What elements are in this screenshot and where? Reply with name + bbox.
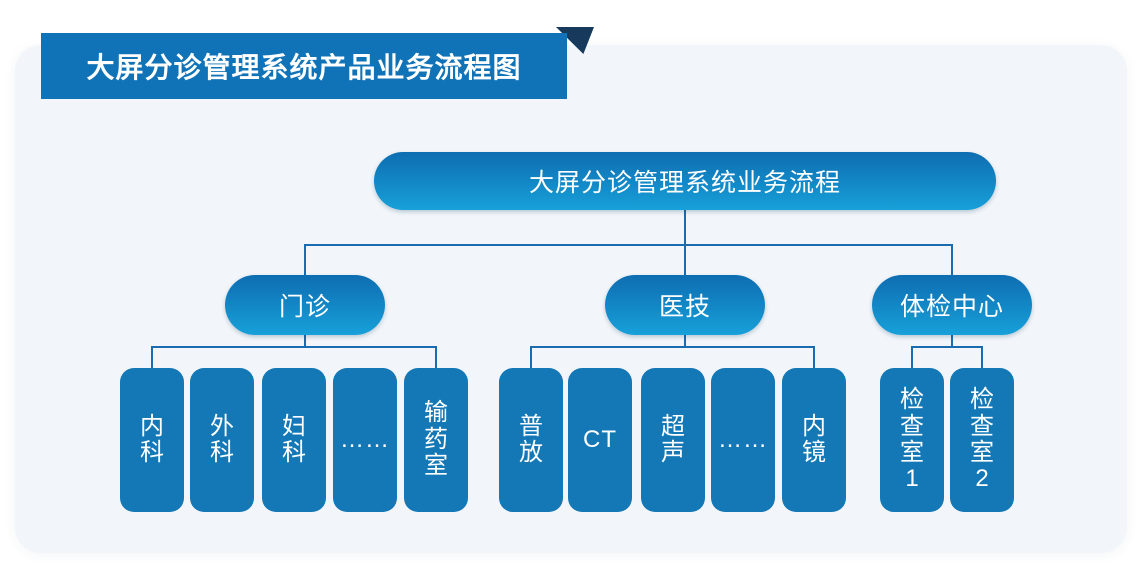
leaf-node: 输药室 — [404, 368, 468, 512]
branch-node-label: 门诊 — [278, 293, 331, 321]
leaf-node-label: …… — [718, 426, 768, 453]
branch-node-label: 体检中心 — [899, 293, 1004, 321]
leaf-node-label: …… — [340, 426, 390, 453]
leaf-node: 超声 — [641, 368, 705, 512]
leaf-node-label: 输药室 — [424, 399, 448, 480]
leaf-node: 内镜 — [782, 368, 846, 512]
branch-node-label: 医技 — [658, 293, 711, 321]
leaf-node: 妇科 — [262, 368, 326, 512]
leaf-node: 普放 — [499, 368, 563, 512]
leaf-node: …… — [333, 368, 397, 512]
leaf-node-label: 普放 — [519, 412, 543, 466]
diagram-title-banner: 大屏分诊管理系统产品业务流程图 — [41, 33, 567, 99]
leaf-node: CT — [568, 368, 632, 512]
leaf-node-label: 超声 — [661, 412, 685, 466]
leaf-node: …… — [711, 368, 775, 512]
root-node-label: 大屏分诊管理系统业务流程 — [528, 169, 841, 197]
leaf-node: 外科 — [190, 368, 254, 512]
branch-node-medtech: 医技 — [605, 275, 765, 335]
leaf-node: 内科 — [120, 368, 184, 512]
branch-node-outpatient: 门诊 — [225, 275, 385, 335]
leaf-node-label: CT — [583, 426, 617, 453]
root-node: 大屏分诊管理系统业务流程 — [374, 152, 996, 210]
branch-node-checkup-center: 体检中心 — [872, 275, 1032, 335]
leaf-node-label: 内镜 — [802, 412, 826, 466]
leaf-node-label: 内科 — [140, 412, 164, 466]
leaf-node-label: 外科 — [210, 412, 234, 466]
leaf-node-label: 妇科 — [282, 412, 306, 466]
diagram-title: 大屏分诊管理系统产品业务流程图 — [86, 52, 522, 83]
